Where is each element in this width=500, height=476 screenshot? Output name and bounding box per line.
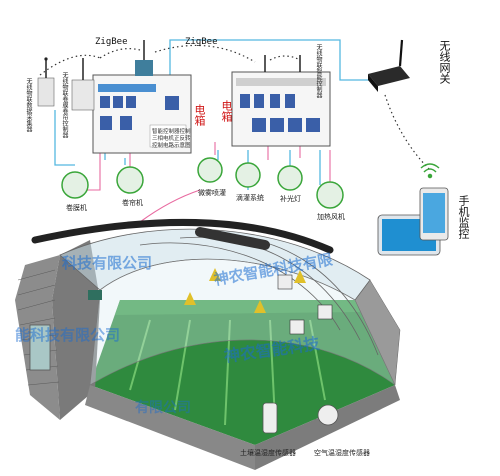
controller-left <box>71 58 95 111</box>
wireless-gateway <box>368 39 410 92</box>
drip-icon <box>235 162 261 188</box>
panel-note-1: 智能控制器控制 <box>152 129 191 135</box>
phone-monitor-label: 手机监控 <box>457 195 470 239</box>
drip-label: 滴灌系统 <box>236 194 264 202</box>
air-sensor-icon <box>317 404 339 426</box>
controller-left-label: 无线物联卷膜卷帘控制器 <box>61 72 68 138</box>
watermark-3: 能科技有限公司 <box>15 326 120 344</box>
greenhouse <box>15 218 401 470</box>
front-wall <box>85 385 255 470</box>
soil-sensor-icon <box>262 402 278 434</box>
data-collector <box>37 57 55 107</box>
curtain-roller-label: 卷帘机 <box>122 199 143 207</box>
air-sensor-label: 空气温湿度传感器 <box>314 449 370 457</box>
electrical-box-right <box>231 71 331 147</box>
zigbee-label-left: ZigBee <box>95 37 128 47</box>
fill-light-icon <box>277 165 303 191</box>
watermark-5: 有限公司 <box>135 399 191 416</box>
box-right-label: 电箱 <box>220 100 233 122</box>
mobile-devices <box>377 187 449 256</box>
zigbee-label-right: ZigBee <box>185 37 218 47</box>
curtain-roller-icon <box>116 166 144 194</box>
film-roller-label: 卷膜机 <box>66 204 87 212</box>
heater-label: 加热风机 <box>317 213 345 221</box>
heater-icon <box>316 181 344 209</box>
film-roller-icon <box>61 171 89 199</box>
device-icons <box>61 157 344 209</box>
greenhouse-floor <box>90 300 395 445</box>
wifi-icon <box>420 163 440 179</box>
rolled-curtain <box>31 218 334 254</box>
panel-note-3: 控制电路示意图 <box>152 143 191 149</box>
greenhouse-door <box>29 324 51 371</box>
panel-note-2: 三相电机正反转 <box>152 136 191 142</box>
watermark-1: 科技有限公司 <box>62 254 152 272</box>
back-wall <box>52 240 100 420</box>
sensors <box>262 402 339 434</box>
mist-spray-label: 微雾喷灌 <box>198 189 226 197</box>
soil-sensor-label: 土壤温湿度传感器 <box>240 449 296 457</box>
fill-light-label: 补光灯 <box>280 195 301 203</box>
zigbee-links <box>39 44 431 171</box>
wireless-gateway-label: 无线网关 <box>438 40 451 84</box>
module-antenna-left <box>135 40 153 76</box>
mist-spray-icon <box>197 157 223 183</box>
controller-right-label: 无线物联智能控制器 <box>315 44 322 98</box>
module-antennas-right <box>264 55 301 72</box>
electrical-box-left <box>92 74 192 154</box>
box-left-label: 电箱 <box>193 104 206 126</box>
collector-label: 无线物联数据采集器 <box>25 78 32 132</box>
